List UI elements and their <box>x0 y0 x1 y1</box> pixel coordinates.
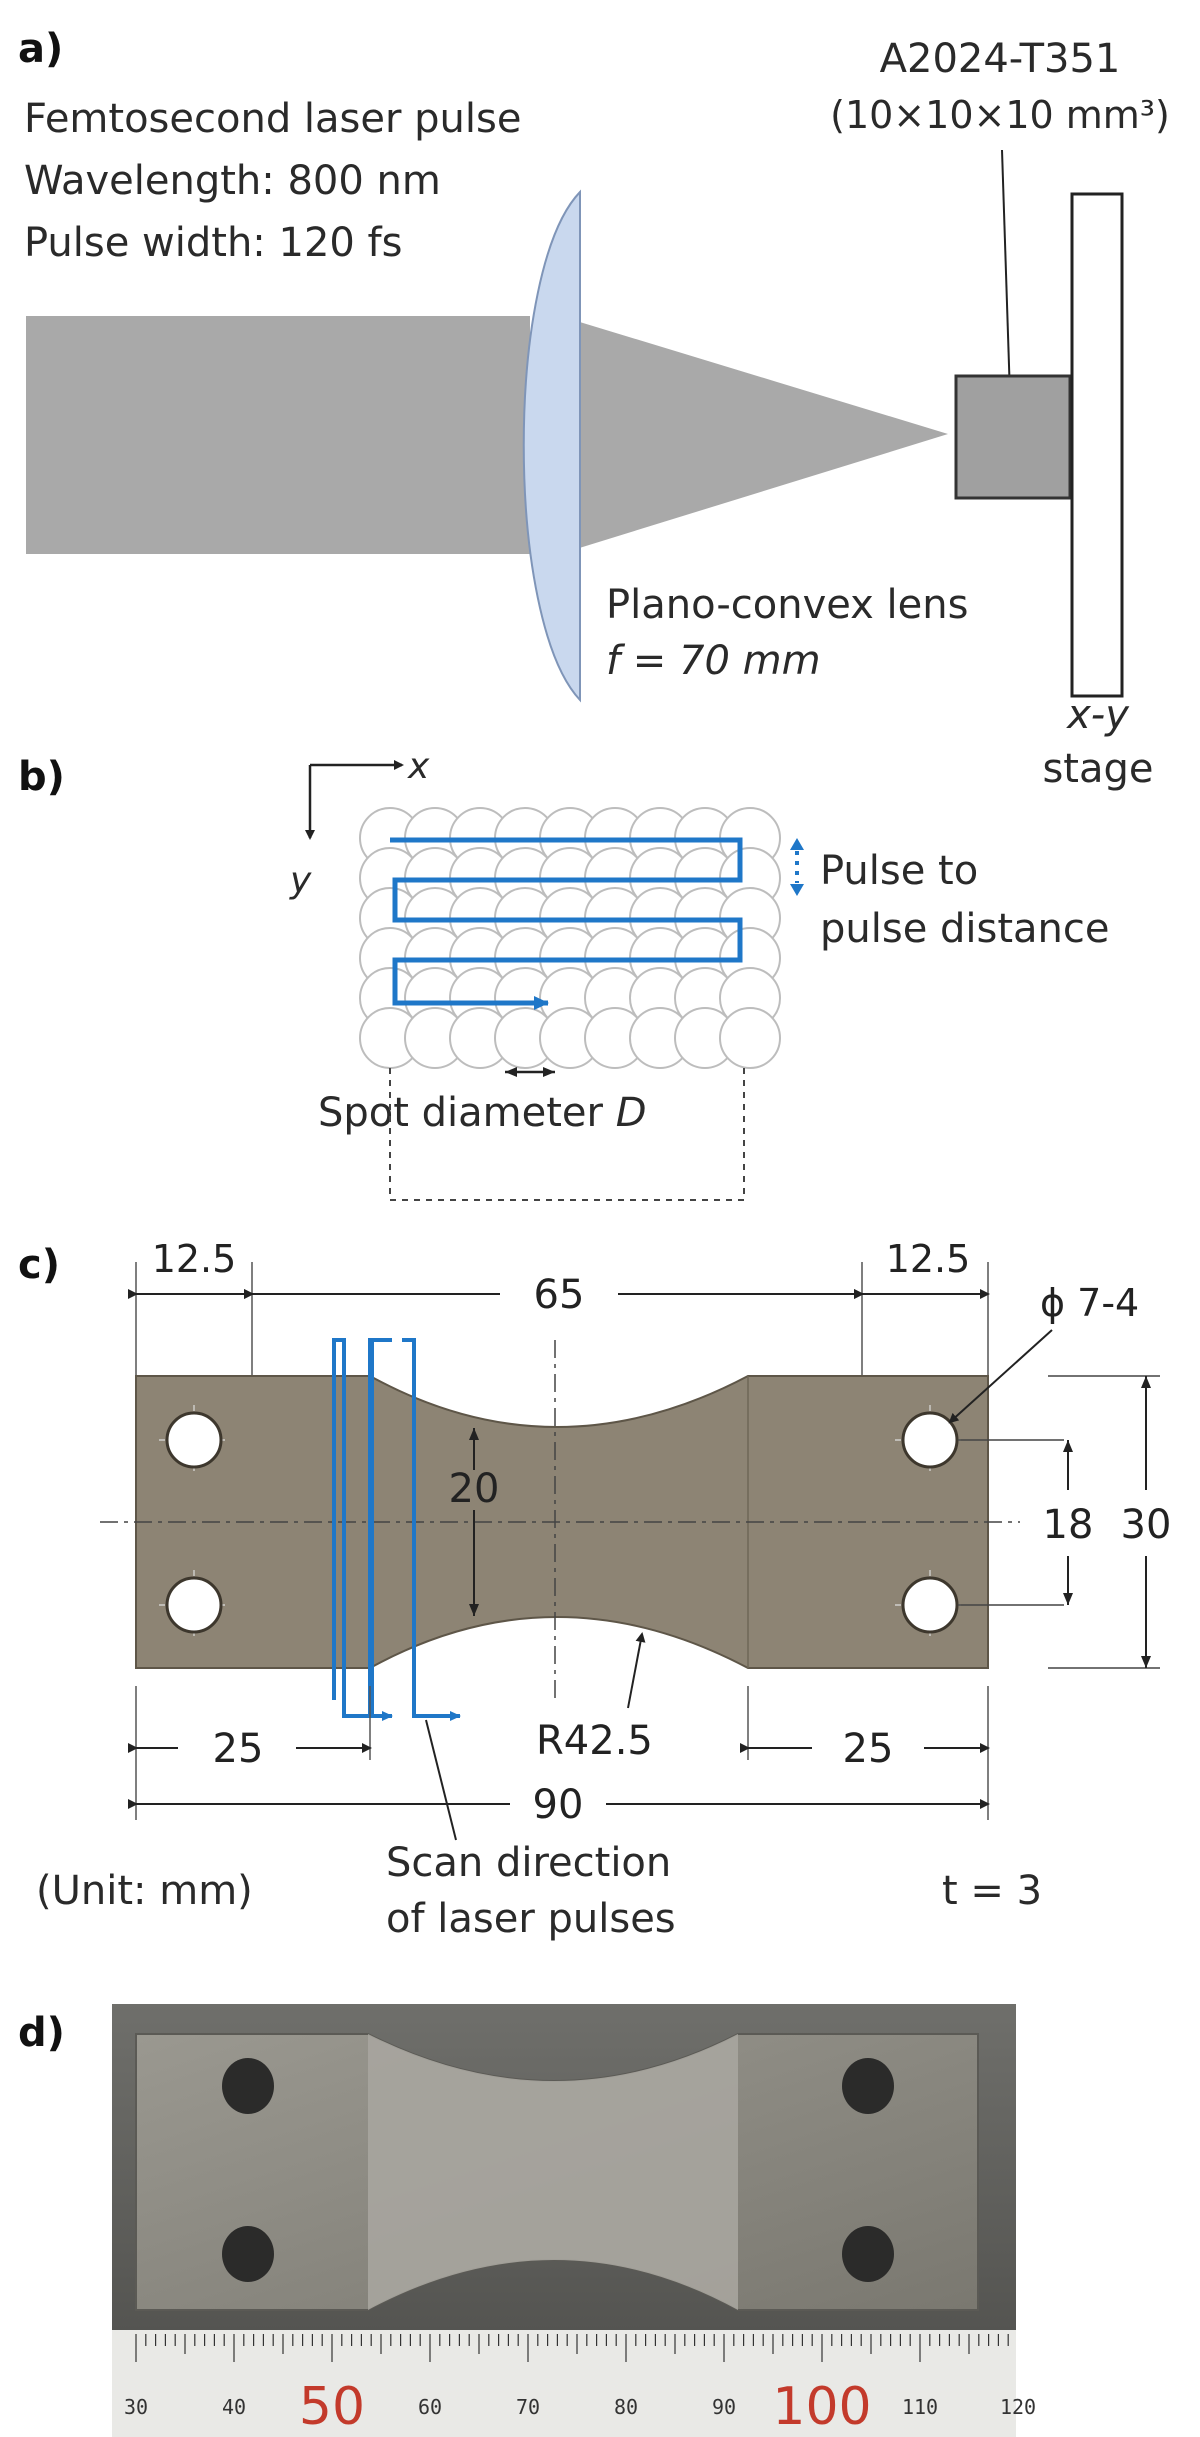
laser-wavelength: Wavelength: 800 nm <box>24 158 441 204</box>
photo-hole-4 <box>842 2226 894 2282</box>
scan-direction-label-2: of laser pulses <box>386 1896 676 1942</box>
ruler <box>112 2330 1016 2437</box>
pulse-distance-label-1: Pulse to <box>820 848 978 894</box>
hole-note-leader <box>948 1329 1053 1424</box>
panel-b-label: b) <box>18 754 65 800</box>
ruler-label: 90 <box>712 2395 736 2419</box>
ruler-label: 50 <box>299 2377 365 2437</box>
radius-leader <box>627 1632 646 1709</box>
dim-top-mid: 65 <box>534 1272 585 1318</box>
panel-d: d) 30 40 50 60 70 80 90 100 110 120 <box>18 2004 1036 2437</box>
laser-beam <box>26 316 530 554</box>
xy-stage <box>1070 192 1124 698</box>
y-axis-label: y <box>289 860 312 901</box>
photo-hole-2 <box>222 2226 274 2282</box>
panel-c: c) 12.5 65 12.5 <box>18 1237 1171 1942</box>
pulse-distance-indicator <box>790 838 804 896</box>
plano-convex-lens <box>522 189 581 703</box>
dim-bottom-right: 25 <box>843 1726 894 1772</box>
scan-direction-label-1: Scan direction <box>386 1840 671 1886</box>
spot-diameter-label: Spot diameter D <box>318 1090 647 1136</box>
ruler-ticks <box>135 2334 1009 2362</box>
scan-direction-leader <box>425 1719 457 1841</box>
scan-path <box>390 837 743 1010</box>
ruler-labels: 30 40 50 60 70 80 90 100 110 120 <box>124 2377 1036 2437</box>
sample-leader-line <box>1001 149 1011 397</box>
sample-dims: (10×10×10 mm³) <box>830 93 1170 137</box>
stage-label-xy: x-y <box>1065 692 1130 738</box>
panel-a: a) Femtosecond laser pulse Wavelength: 8… <box>18 26 1170 792</box>
dim-radius: R42.5 <box>536 1718 653 1764</box>
ruler-label: 80 <box>614 2395 638 2419</box>
ruler-label: 100 <box>772 2377 871 2437</box>
sample-name: A2024-T351 <box>880 36 1121 82</box>
unit-label: (Unit: mm) <box>36 1868 253 1914</box>
panel-b: b) x y Pulse to puls <box>18 746 1110 1201</box>
scan-path-c2 <box>370 1340 393 1721</box>
ruler-label: 110 <box>902 2395 938 2419</box>
photo-hole-3 <box>842 2058 894 2114</box>
ruler-label: 70 <box>516 2395 540 2419</box>
dim-18: 18 <box>1043 1502 1094 1548</box>
dim-top-left: 12.5 <box>152 1237 237 1281</box>
aluminum-sample <box>954 374 1072 500</box>
dim-total: 90 <box>533 1782 584 1828</box>
photo-hole-1 <box>222 2058 274 2114</box>
laser-title: Femtosecond laser pulse <box>24 96 521 142</box>
ruler-label: 120 <box>1000 2395 1036 2419</box>
focused-beam-cone <box>560 316 948 554</box>
x-axis-label: x <box>407 746 430 787</box>
laser-pulse-width: Pulse width: 120 fs <box>24 220 402 266</box>
panel-c-label: c) <box>18 1242 60 1288</box>
stage-label: stage <box>1042 746 1153 792</box>
dim-bottom-left: 25 <box>213 1726 264 1772</box>
bolt-holes <box>159 1405 965 1640</box>
ruler-label: 60 <box>418 2395 442 2419</box>
dim-20: 20 <box>449 1466 500 1512</box>
projection-outline <box>389 1068 745 1201</box>
dim-30: 30 <box>1121 1502 1172 1548</box>
lens-focal-length: f = 70 mm <box>606 638 821 684</box>
dim-top-right: 12.5 <box>886 1237 971 1281</box>
ruler-label: 40 <box>222 2395 246 2419</box>
thickness-label: t = 3 <box>942 1868 1042 1914</box>
photo-gauge-section <box>368 2034 738 2310</box>
hole-note: ϕ 7-4 <box>1040 1281 1139 1325</box>
panel-a-label: a) <box>18 26 63 72</box>
ruler-label: 30 <box>124 2395 148 2419</box>
dogbone-specimen <box>135 1375 989 1669</box>
pulse-spot-grid <box>359 807 781 1069</box>
panel-d-label: d) <box>18 2010 65 2056</box>
lens-label: Plano-convex lens <box>606 582 968 628</box>
pulse-distance-label-2: pulse distance <box>820 906 1110 952</box>
